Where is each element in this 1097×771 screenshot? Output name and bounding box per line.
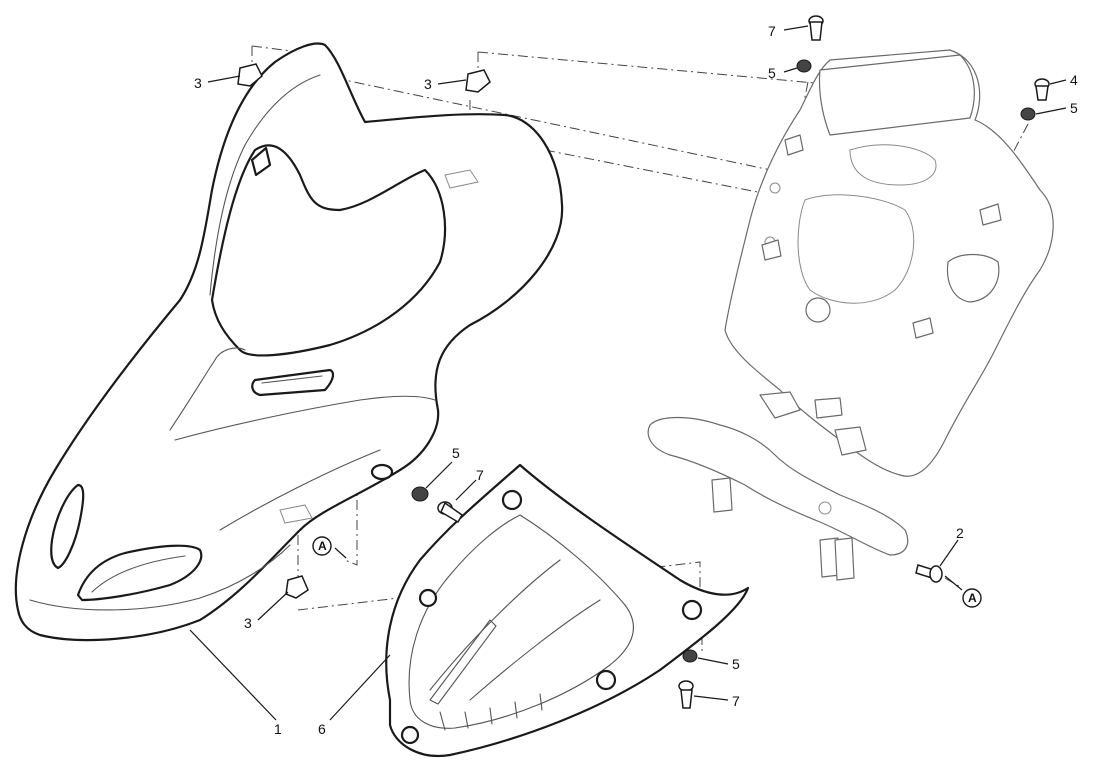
callout-7-low: 7 <box>732 693 740 709</box>
callout-5-mid: 5 <box>452 445 460 461</box>
dash-line-3 <box>477 51 979 99</box>
tray-floor-line-2 <box>469 599 601 701</box>
screw-low <box>678 680 694 709</box>
screw-mid <box>437 501 463 524</box>
lower-clamp <box>647 416 909 556</box>
clamp-post-1 <box>711 477 733 513</box>
callout-3-topleft: 3 <box>194 75 202 91</box>
clamp-tab-2 <box>834 426 867 456</box>
callout-7-mid: 7 <box>476 467 484 483</box>
upper-vent <box>251 368 335 397</box>
bracket-body <box>724 49 1054 477</box>
fairing-slot-top <box>250 146 272 177</box>
tray-ribs <box>439 693 543 731</box>
clip-nut-low <box>285 575 309 599</box>
callout-1: 1 <box>274 721 282 737</box>
screw-2 <box>915 564 943 583</box>
tray-outline <box>385 463 750 758</box>
tray-diagonal-strip <box>429 619 497 705</box>
tray-inner-rim <box>408 514 634 729</box>
screw-4 <box>1034 78 1050 101</box>
callout-6: 6 <box>318 721 326 737</box>
reference-a-right-label: A <box>968 591 977 605</box>
callout-7-top: 7 <box>768 23 776 39</box>
clamp-tab-1 <box>759 391 801 419</box>
washer-right <box>1020 107 1036 121</box>
bracket-hole <box>805 297 831 323</box>
fairing-mount-hole <box>370 463 394 481</box>
lower-front-vent <box>76 544 203 602</box>
bracket-window-2 <box>849 144 937 186</box>
callout-2: 2 <box>956 525 964 541</box>
bracket-small-hole-1 <box>769 182 781 194</box>
bracket-top-plate <box>818 54 975 136</box>
leader-lines <box>189 25 1067 721</box>
tray-floor-line-1 <box>429 559 561 691</box>
headlight-bracket <box>647 49 1054 581</box>
fairing-mark-2 <box>279 504 313 524</box>
lower-vent-inner <box>91 555 186 593</box>
callout-3-topmid: 3 <box>424 76 432 92</box>
clamp-hole <box>818 501 832 515</box>
tray-boss-5 <box>400 725 420 745</box>
bracket-studs <box>761 134 1002 339</box>
tray-boss-1 <box>501 489 523 511</box>
callout-3-low: 3 <box>244 615 252 631</box>
washer-top <box>796 59 812 73</box>
fairing-ridge-2 <box>174 395 436 441</box>
clamp-post-3 <box>834 537 855 581</box>
tray-boss-4 <box>595 669 617 691</box>
callout-5-low: 5 <box>732 656 740 672</box>
dash-line-5 <box>334 77 961 211</box>
windscreen-edge <box>209 74 321 296</box>
reference-a-left: A <box>312 536 332 556</box>
washer-low <box>682 649 698 663</box>
washer-mid <box>411 486 429 502</box>
fairing-ridge-4 <box>29 544 291 611</box>
left-side-vent <box>50 483 85 570</box>
callout-labels: 7 5 4 5 3 3 5 7 3 2 5 7 1 6 <box>194 23 1078 737</box>
callout-5-top: 5 <box>768 65 776 81</box>
fairing-ridge-3 <box>219 449 381 531</box>
callout-5-right: 5 <box>1070 100 1078 116</box>
callout-4: 4 <box>1070 72 1078 88</box>
clip-nut-topleft <box>237 63 263 87</box>
screw-top <box>808 15 824 41</box>
front-fairing-part-1 <box>14 42 564 642</box>
clamp-tab-3 <box>814 397 843 419</box>
windscreen-cutout <box>210 144 447 357</box>
upper-vent-inner <box>261 375 323 384</box>
reference-a-left-label: A <box>318 539 327 553</box>
tray-boss-2 <box>418 588 438 608</box>
bracket-window-1 <box>797 194 915 304</box>
fairing-ridge-1 <box>169 347 246 431</box>
tray-boss-3 <box>681 599 703 621</box>
reference-a-right: A <box>962 588 982 608</box>
hardware <box>237 15 1050 709</box>
inner-tray-part-6 <box>385 463 750 758</box>
fairing-mark-1 <box>444 169 479 189</box>
clip-nut-topmid <box>465 69 491 93</box>
